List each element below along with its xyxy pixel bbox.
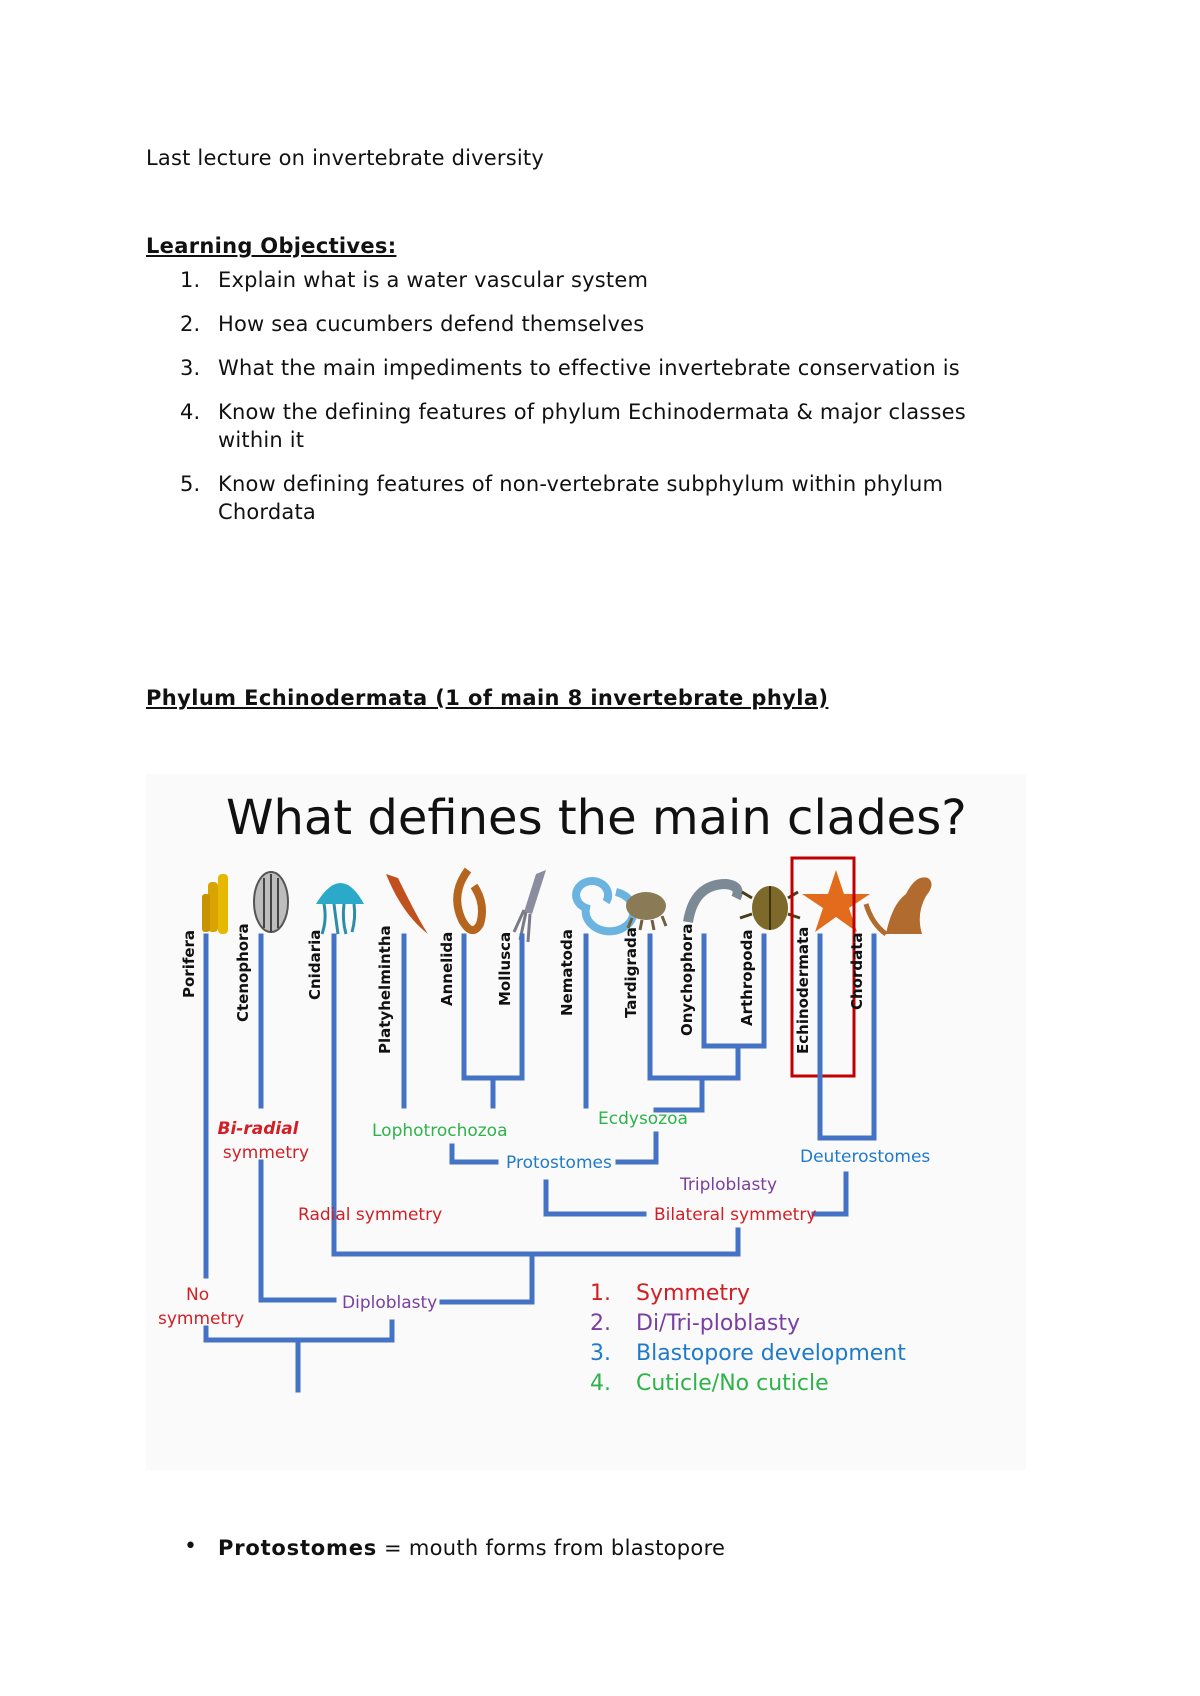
echinodermata-highlight-box	[790, 856, 856, 1078]
clade-label-bilateral-symmetry: Bilateral symmetry	[654, 1205, 816, 1225]
figure-legend: 1. Symmetry 2. Di/Tri-ploblasty 3. Blast…	[590, 1281, 906, 1396]
learning-objectives-list: 1. Explain what is a water vascular syste…	[146, 266, 1026, 542]
clade-label-lophotrochozoa: Lophotrochozoa	[372, 1121, 508, 1141]
objective-text: Know the defining features of phylum Ech…	[218, 400, 966, 452]
objective-item: 3. What the main impediments to effective…	[146, 354, 1026, 382]
learning-objectives-heading: Learning Objectives:	[146, 234, 397, 258]
phylum-label-tardigrada: Tardigrada	[622, 927, 640, 1018]
phylum-labels: Porifera Ctenophora Cnidaria Platyhelmin…	[180, 923, 866, 1054]
phylogeny-tree-lines	[203, 933, 877, 1393]
clade-labels: Bi-radial symmetry Lophotrochozoa Ecdyso…	[158, 1109, 930, 1329]
objective-text: Explain what is a water vascular system	[218, 268, 649, 292]
phylogeny-figure: What defines the main clades?	[146, 774, 1026, 1470]
clade-label-biradial-symmetry: symmetry	[223, 1143, 309, 1163]
objective-item: 4. Know the defining features of phylum E…	[146, 398, 1026, 454]
phylum-label-annelida: Annelida	[438, 932, 456, 1006]
objective-number: 1.	[180, 268, 201, 292]
tardigrade-icon	[626, 892, 668, 931]
bullet-term: Protostomes	[218, 1536, 378, 1560]
bullet-item: • Protostomes = mouth forms from blastopo…	[146, 1534, 726, 1560]
figure-title: What defines the main clades?	[226, 790, 967, 846]
objective-item: 5. Know defining features of non-vertebra…	[146, 470, 1026, 526]
bullet-dot: •	[184, 1534, 198, 1559]
phylum-label-arthropoda: Arthropoda	[738, 930, 756, 1026]
comb-jelly-icon	[253, 871, 289, 933]
objective-text: How sea cucumbers defend themselves	[218, 312, 645, 336]
velvet-worm-icon	[683, 878, 743, 923]
legend-number: 4.	[590, 1371, 611, 1396]
objective-number: 5.	[180, 472, 201, 496]
phylum-label-ctenophora: Ctenophora	[234, 923, 252, 1022]
phylum-label-cnidaria: Cnidaria	[306, 930, 324, 1000]
bullet-text: = mouth forms from blastopore	[377, 1536, 726, 1560]
objective-text: Know defining features of non-vertebrate…	[218, 472, 944, 524]
legend-blastopore: Blastopore development	[636, 1341, 906, 1366]
annelid-worm-icon	[453, 867, 486, 934]
objective-number: 3.	[180, 356, 201, 380]
clade-label-radial-symmetry: Radial symmetry	[298, 1205, 442, 1225]
page-title: Last lecture on invertebrate diversity	[146, 146, 544, 170]
phylum-label-onychophora: Onychophora	[678, 924, 696, 1036]
phylum-label-nematoda: Nematoda	[558, 929, 576, 1016]
section-heading: Phylum Echinodermata (1 of main 8 invert…	[146, 686, 829, 710]
clade-label-no-symmetry-2: symmetry	[158, 1309, 244, 1329]
kangaroo-icon	[863, 877, 932, 937]
phylum-label-echinodermata: Echinodermata	[794, 927, 812, 1054]
beetle-icon	[739, 886, 801, 930]
legend-symmetry: Symmetry	[636, 1281, 750, 1306]
clade-label-triploblasty: Triploblasty	[679, 1175, 777, 1195]
legend-ploblasty: Di/Tri-ploblasty	[636, 1311, 800, 1336]
sponge-icon	[202, 874, 228, 934]
clade-label-no-symmetry-1: No	[186, 1285, 209, 1305]
legend-number: 3.	[590, 1341, 611, 1366]
bullet-list: • Protostomes = mouth forms from blastopo…	[146, 1534, 726, 1560]
objective-text: What the main impediments to effective i…	[218, 356, 960, 380]
clade-label-deuterostomes: Deuterostomes	[800, 1147, 930, 1167]
phylum-label-chordata: Chordata	[848, 932, 866, 1010]
clade-label-biradial: Bi-radial	[218, 1119, 300, 1139]
legend-number: 2.	[590, 1311, 611, 1336]
legend-cuticle: Cuticle/No cuticle	[636, 1371, 829, 1396]
clade-label-protostomes: Protostomes	[506, 1153, 612, 1173]
starfish-icon	[802, 870, 870, 932]
phylum-label-platyhelmintha: Platyhelmintha	[376, 925, 394, 1054]
objective-item: 1. Explain what is a water vascular syste…	[146, 266, 1026, 294]
jellyfish-icon	[316, 883, 364, 935]
objective-number: 4.	[180, 400, 201, 424]
objective-item: 2. How sea cucumbers defend themselves	[146, 310, 1026, 338]
phylum-label-porifera: Porifera	[180, 930, 198, 998]
flatworm-icon	[386, 874, 428, 934]
objective-number: 2.	[180, 312, 201, 336]
phylogeny-tree-svg: What defines the main clades?	[146, 774, 1026, 1470]
clade-label-ecdysozoa: Ecdysozoa	[598, 1109, 688, 1129]
legend-number: 1.	[590, 1281, 611, 1306]
phylum-label-mollusca: Mollusca	[496, 932, 514, 1006]
clade-label-diploblasty: Diploblasty	[342, 1293, 437, 1313]
figure-background	[146, 774, 1026, 1470]
